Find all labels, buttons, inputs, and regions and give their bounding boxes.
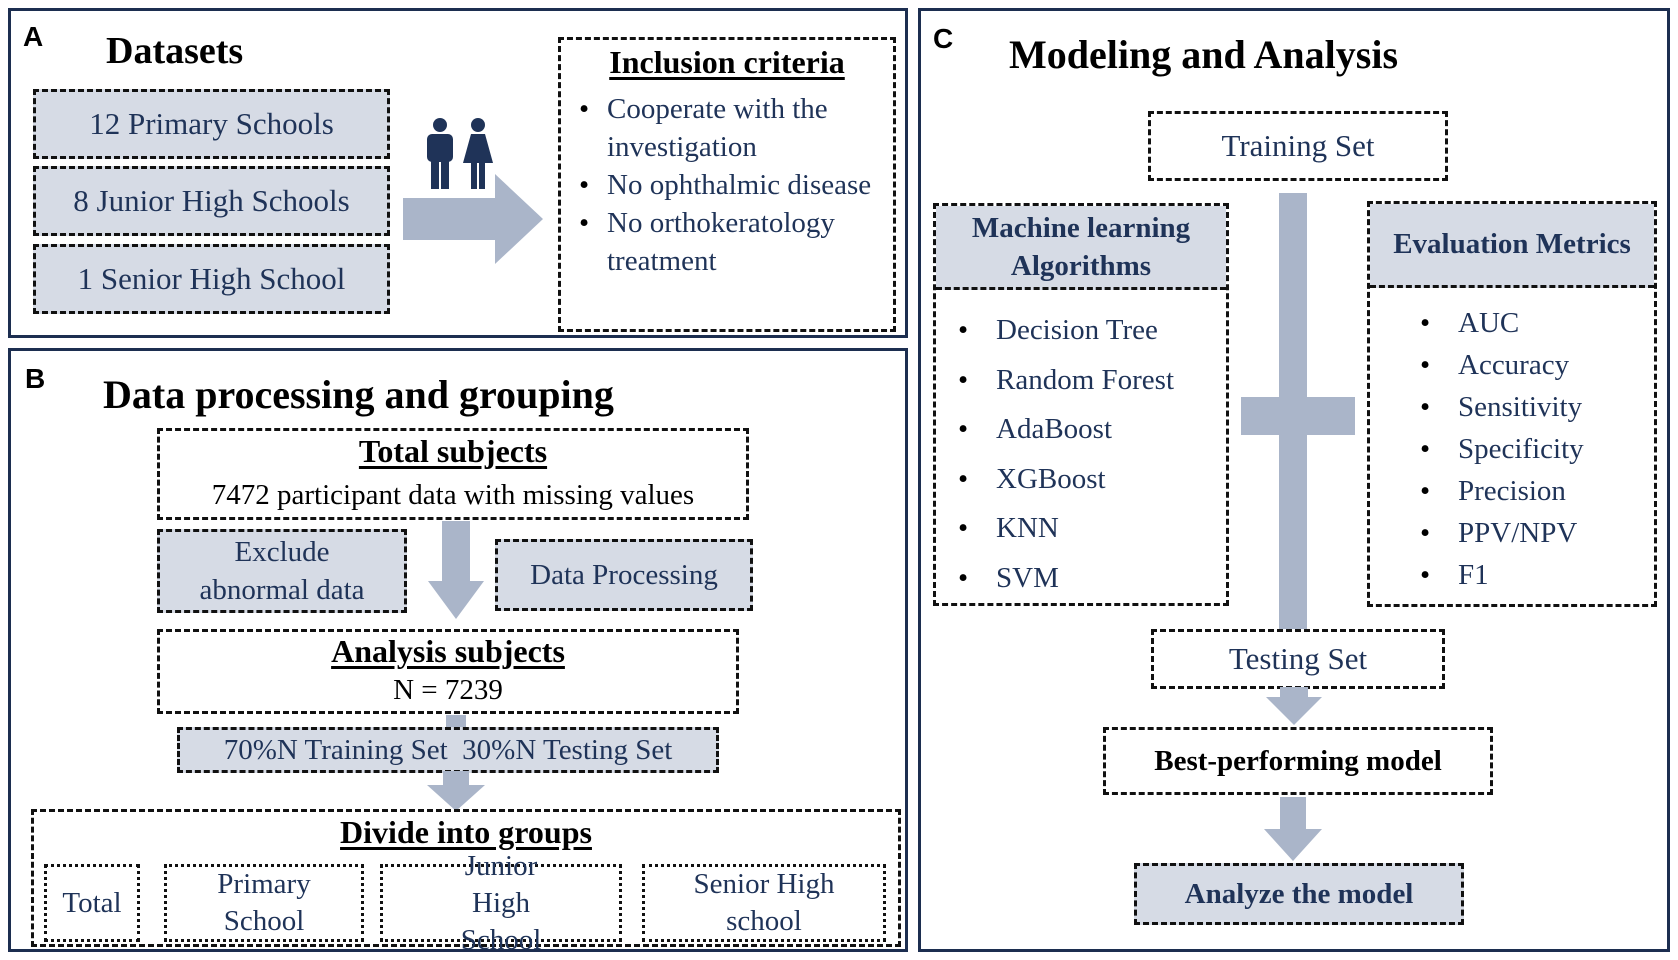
group-primary: Primary School xyxy=(164,864,364,942)
group-total: Total xyxy=(44,864,140,942)
school-box-senior: 1 Senior High School xyxy=(33,244,390,314)
metric-item: •F1 xyxy=(1420,559,1489,591)
train-test-split-box: 70%N Training Set 30%N Testing Set xyxy=(177,727,719,773)
metrics-box: Evaluation Metrics •AUC •Accuracy •Sensi… xyxy=(1367,201,1657,607)
metric-item: •PPV/NPV xyxy=(1420,517,1578,549)
horizontal-flow-bar xyxy=(1241,397,1355,435)
panel-c-label: C xyxy=(933,23,954,54)
panel-b-label: B xyxy=(25,363,46,394)
total-subjects-title: Total subjects xyxy=(358,433,548,469)
algorithms-box: Machine learning Algorithms •Decision Tr… xyxy=(933,203,1229,606)
panel-a: A Datasets 12 Primary Schools 8 Junior H… xyxy=(8,8,908,338)
inclusion-box: Inclusion criteria •Cooperate with the i… xyxy=(558,37,896,332)
analysis-subjects-text: N = 7239 xyxy=(393,674,503,706)
algorithms-title: Machine learning Algorithms xyxy=(936,206,1226,290)
down-arrow-icon xyxy=(1264,797,1322,861)
arrow-to-inclusion-icon xyxy=(403,174,543,264)
down-arrow-icon xyxy=(1266,687,1322,725)
total-subjects-text: 7472 participant data with missing value… xyxy=(211,479,695,511)
panel-a-label: A xyxy=(23,21,44,52)
testing-set-box: Testing Set xyxy=(1151,629,1445,689)
metric-item: •Sensitivity xyxy=(1420,391,1583,423)
algorithm-item: •Random Forest xyxy=(958,363,1175,396)
analysis-subjects-box: Analysis subjects N = 7239 xyxy=(157,629,739,714)
female-person-icon xyxy=(463,118,493,189)
algorithm-item: •SVM xyxy=(958,561,1059,594)
algorithm-item: •AdaBoost xyxy=(958,413,1112,445)
metric-item: •Precision xyxy=(1420,475,1566,507)
panel-b: B Data processing and grouping Total sub… xyxy=(8,348,908,956)
panel-c: C Modeling and Analysis Training Set Mac… xyxy=(918,8,1670,952)
groups-box: Divide into groups Total Primary School … xyxy=(31,809,901,956)
algorithm-item: •KNN xyxy=(958,512,1059,544)
down-arrow-icon xyxy=(427,771,485,811)
metrics-list: •AUC •Accuracy •Sensitivity •Specificity… xyxy=(1420,302,1650,596)
data-processing-box: Data Processing xyxy=(495,539,753,611)
metric-item: •AUC xyxy=(1420,307,1520,339)
metric-item: •Accuracy xyxy=(1420,349,1570,381)
training-set-box: Training Set xyxy=(1148,111,1448,181)
panel-a-title: Datasets xyxy=(106,30,244,72)
school-box-primary: 12 Primary Schools xyxy=(33,89,390,159)
inclusion-item: •Cooperate with the investigation xyxy=(579,93,828,163)
groups-title: Divide into groups xyxy=(340,814,592,850)
inclusion-item: •No ophthalmic disease xyxy=(579,169,872,201)
algorithms-list: •Decision Tree •Random Forest •AdaBoost … xyxy=(958,306,1218,603)
inclusion-title: Inclusion criteria xyxy=(609,44,845,80)
panel-b-title: Data processing and grouping xyxy=(103,372,614,417)
metric-item: •Specificity xyxy=(1420,433,1584,465)
panel-c-title: Modeling and Analysis xyxy=(1009,32,1399,77)
best-model-box: Best-performing model xyxy=(1103,727,1493,795)
school-box-junior: 8 Junior High Schools xyxy=(33,166,390,236)
male-person-icon xyxy=(427,118,453,189)
algorithm-item: •XGBoost xyxy=(958,462,1106,495)
group-senior: Senior High school xyxy=(642,864,886,942)
inclusion-item: •No orthokeratology treatment xyxy=(579,207,835,277)
metrics-title: Evaluation Metrics xyxy=(1370,204,1654,288)
algorithm-item: •Decision Tree xyxy=(958,314,1158,346)
group-junior: Junior High School xyxy=(380,850,622,956)
exclude-box: Exclude abnormal data xyxy=(157,529,407,613)
analyze-model-box: Analyze the model xyxy=(1134,863,1464,925)
inclusion-list: •Cooperate with the investigation •No op… xyxy=(579,90,889,280)
total-subjects-box: Total subjects 7472 participant data wit… xyxy=(157,428,749,520)
down-arrow-icon xyxy=(428,521,484,619)
analysis-subjects-title: Analysis subjects xyxy=(331,633,565,669)
